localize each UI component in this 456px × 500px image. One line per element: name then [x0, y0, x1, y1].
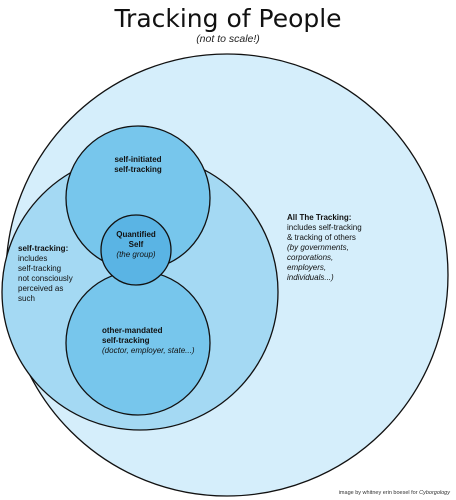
label-self-tracking: self-tracking: includes self-tracking no… [18, 244, 73, 304]
label-quantified-self: Quantified Self (the group) [96, 230, 176, 260]
label-self-initiated: self-initiated self-tracking [88, 155, 188, 175]
image-credit: image by whitney erin boesel for Cyborgo… [339, 490, 450, 496]
quantified-self-italic: (the group) [116, 250, 156, 259]
self-tracking-line: such [18, 294, 35, 303]
label-other-mandated: other-mandated self-tracking (doctor, em… [102, 326, 194, 356]
circle-quantified-self [100, 214, 172, 286]
self-tracking-line: perceived as [18, 284, 64, 293]
page-subtitle: (not to scale!) [196, 33, 260, 45]
other-mandated-italic: (doctor, employer, state...) [102, 346, 195, 355]
all-tracking-line: & tracking of others [287, 233, 356, 242]
quantified-self-line: Quantified [116, 230, 156, 239]
self-tracking-line: not consciously [18, 274, 73, 283]
self-tracking-line: includes [18, 254, 48, 263]
all-tracking-line: includes self-tracking [287, 223, 362, 232]
all-tracking-italic-line: (by governments, [287, 243, 349, 252]
all-tracking-italic-line: employers, [287, 263, 327, 272]
self-tracking-heading: self-tracking: [18, 244, 69, 253]
self-initiated-line: self-tracking [114, 165, 162, 174]
self-initiated-line: self-initiated [114, 155, 162, 164]
credit-source: Cyborgology [419, 490, 450, 496]
all-tracking-italic-line: corporations, [287, 253, 334, 262]
all-tracking-italic-line: individuals...) [287, 273, 334, 282]
credit-prefix: image by whitney erin boesel for [338, 490, 418, 496]
page-title: Tracking of People [114, 4, 342, 33]
label-all-tracking: All The Tracking: includes self-tracking… [287, 213, 362, 283]
other-mandated-line: self-tracking [102, 336, 150, 345]
quantified-self-line: Self [128, 240, 144, 249]
other-mandated-line: other-mandated [102, 326, 163, 335]
all-tracking-heading: All The Tracking: [287, 213, 352, 222]
self-tracking-line: self-tracking [18, 264, 62, 273]
